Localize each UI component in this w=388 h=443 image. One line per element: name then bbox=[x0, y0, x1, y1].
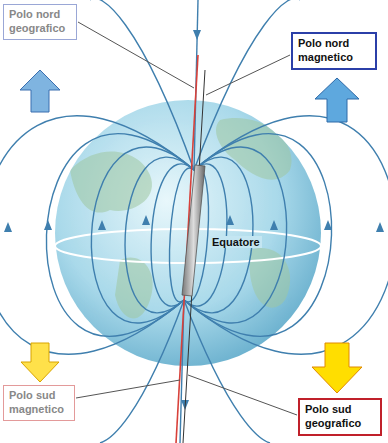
magnetic-axis bbox=[183, 70, 205, 443]
bar-magnet bbox=[182, 165, 205, 296]
pole-box-faded: Polo nord geografico bbox=[3, 4, 77, 40]
pole-label: Polo sud magnetico bbox=[9, 389, 69, 417]
pole-box-faded: Polo sud magnetico bbox=[3, 385, 75, 421]
globe bbox=[55, 100, 321, 366]
pole-label: Polo nord geografico bbox=[9, 8, 71, 36]
leader-lines bbox=[76, 22, 297, 415]
pole-box: Polo sud geografico bbox=[298, 398, 382, 436]
field-arrows bbox=[4, 30, 384, 410]
pole-label: Polo nord magnetico bbox=[298, 37, 370, 65]
pole-label: Polo sud geografico bbox=[305, 403, 375, 431]
pole-box: Polo nord magnetico bbox=[291, 32, 377, 70]
pole-arrows bbox=[20, 70, 362, 393]
land bbox=[70, 118, 292, 318]
equator-label: Equatore bbox=[210, 236, 262, 248]
